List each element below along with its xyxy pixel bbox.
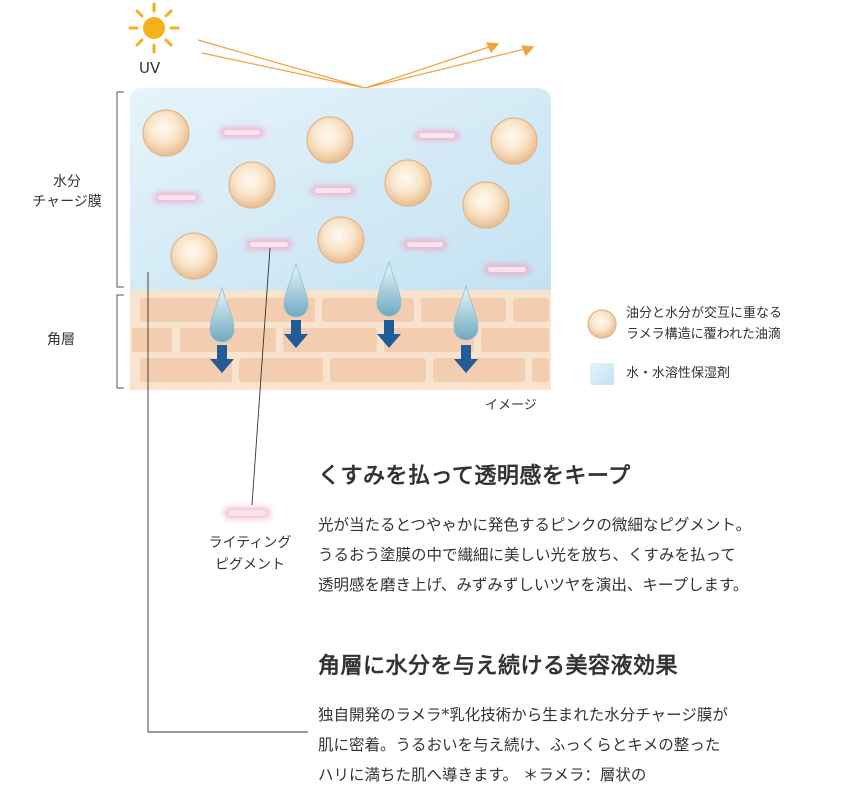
layer-brackets [116, 91, 124, 389]
pigment-label: ライティング ピグメント [192, 532, 308, 576]
stratum-corneum-label: 角層 [47, 332, 75, 348]
legend-oil-line2: ラメラ構造に覆われた油滴 [626, 327, 781, 342]
absorption-arrows [210, 320, 478, 373]
water-swatch-icon [590, 363, 614, 385]
section-body-serum: 独自開発のラメラ*乳化技術から生まれた水分チャージ膜が 肌に密着。うるおいを与え… [318, 700, 728, 790]
legend-oil-line1: 油分と水分が交互に重なる [626, 306, 783, 321]
leader-lines [147, 247, 308, 733]
pigment-label-line2: ピグメント [215, 557, 285, 573]
section-heading-serum: 角層に水分を与え続ける美容液効果 [318, 653, 679, 679]
legend-oil-droplet: 油分と水分が交互に重なる ラメラ構造に覆われた油滴 [626, 303, 782, 345]
pigment-label-line1: ライティング [208, 535, 292, 551]
lighting-pigments [154, 128, 530, 518]
body-line: 独自開発のラメラ*乳化技術から生まれた水分チャージ膜が [318, 706, 728, 724]
uv-rays [197, 39, 535, 89]
moisture-film-label: 水分 チャージ膜 [22, 172, 112, 212]
oil-droplets [142, 109, 538, 280]
image-note: イメージ [485, 398, 537, 413]
water-drops [209, 260, 479, 343]
sun-icon [128, 2, 180, 54]
section-body-clarity: 光が当たるとつやゃかに発色するピンクの微細なピグメント。 うるおう塗膜の中で繊細… [318, 510, 751, 600]
body-line: うるおう塗膜の中で繊細に美しい光を放ち、くすみを払って [318, 546, 736, 564]
body-line: 肌に密着。うるおいを与え続け、ふっくらとキメの整った [318, 736, 721, 754]
stratum-corneum-layer [130, 288, 551, 390]
body-line: 光が当たるとつやゃかに発色するピンクの微細なピグメント。 [318, 516, 752, 534]
legend-water: 水・水溶性保湿剤 [626, 366, 731, 381]
moisture-film-label-line2: チャージ膜 [32, 194, 102, 210]
body-line: ハリに満ちた肌へ導きます。 ＊ラメラ：層状の [318, 766, 647, 784]
oil-droplet-icon [587, 309, 617, 339]
body-line: 透明感を磨き上げ、みずみずしいツヤを演出、キープします。 [318, 576, 749, 594]
section-heading-clarity: くすみを払って透明感をキープ [318, 463, 631, 489]
uv-label: UV [139, 59, 161, 77]
moisture-film-label-line1: 水分 [53, 174, 81, 190]
